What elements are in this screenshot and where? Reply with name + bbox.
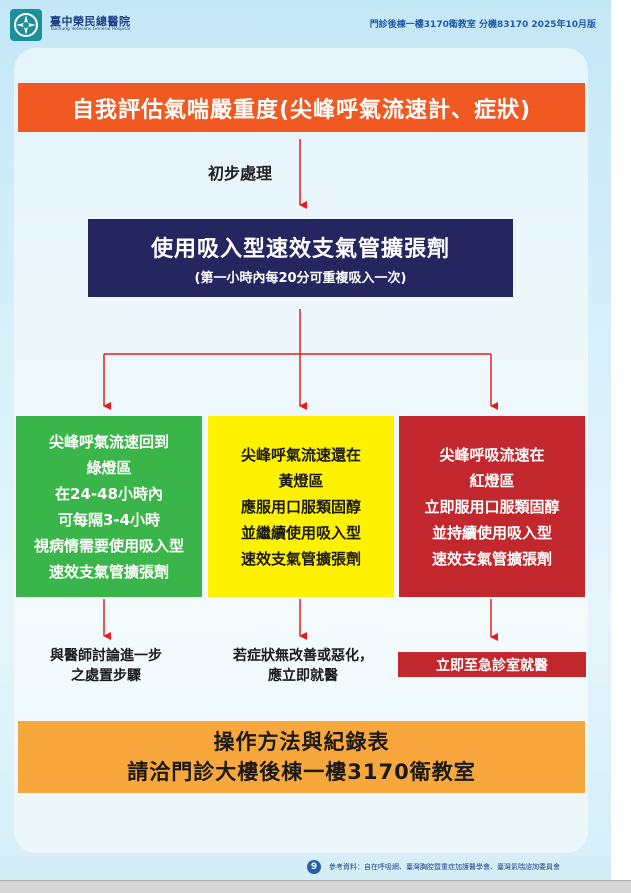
red-zone-text: 尖峰呼吸流速在 紅燈區 立即服用口服類固醇 並持續使用吸入型 速效支氣管擴張劑 <box>424 445 560 568</box>
green-zone-text: 尖峰呼氣流速回到 綠燈區 在24-48小時內 可每隔3-4小時 視病情需要使用吸… <box>33 432 184 581</box>
green-zone-box: 尖峰呼氣流速回到 綠燈區 在24-48小時內 可每隔3-4小時 視病情需要使用吸… <box>16 416 202 597</box>
yellow-zone-text: 尖峰呼氣流速還在 黃燈區 應服用口服類固醇 並繼續使用吸入型 速效支氣管擴張劑 <box>240 445 361 568</box>
page-header: 臺中榮民總醫院 Taichung Veterans General Hospit… <box>0 0 611 48</box>
yellow-zone-outcome: 若症狀無改善或惡化， 應立即就醫 <box>233 648 373 684</box>
bronchodilator-frequency: (第一小時內每20分可重複吸入一次) <box>194 270 407 286</box>
page-footer: 9 參考資料：自在呼吸網、臺灣胸腔暨重症加護醫學會、臺灣氣喘諮詢委員會 <box>307 860 560 874</box>
red-zone-outcome-box: 立即至急診室就醫 <box>398 652 586 677</box>
branch-connector <box>104 309 491 355</box>
initial-treatment-label: 初步處理 <box>208 164 273 183</box>
header-contact-info: 門診後棟一樓3170衛教室 分機83170 2025年10月版 <box>369 20 596 30</box>
green-zone-outcome: 與醫師討論進一步 之處置步驟 <box>50 648 162 684</box>
bronchodilator-instruction: 使用吸入型速效支氣管擴張劑 <box>150 236 450 262</box>
red-zone-outcome: 立即至急診室就醫 <box>436 657 548 674</box>
hospital-name: 臺中榮民總醫院 <box>50 15 131 28</box>
education-room-box: 操作方法與紀錄表 請洽門診大樓後棟一樓3170衛教室 <box>18 721 585 793</box>
bronchodilator-box: 使用吸入型速效支氣管擴張劑 (第一小時內每20分可重複吸入一次) <box>88 219 513 297</box>
assessment-title: 自我評估氣喘嚴重度(尖峰呼氣流速計、症狀) <box>71 97 532 123</box>
hospital-name-en: Taichung Veterans General Hospital <box>50 27 131 32</box>
yellow-zone-box: 尖峰呼氣流速還在 黃燈區 應服用口服類固醇 並繼續使用吸入型 速效支氣管擴張劑 <box>208 416 394 597</box>
flow-arrows <box>103 139 498 641</box>
info-line-1: 操作方法與紀錄表 <box>213 730 390 754</box>
info-line-2: 請洽門診大樓後棟一樓3170衛教室 <box>127 760 476 784</box>
assessment-title-box: 自我評估氣喘嚴重度(尖峰呼氣流速計、症狀) <box>18 83 585 132</box>
handout-page: 臺中榮民總醫院 Taichung Veterans General Hospit… <box>0 0 611 880</box>
reference-note: 參考資料：自在呼吸網、臺灣胸腔暨重症加護醫學會、臺灣氣喘諮詢委員會 <box>329 863 560 871</box>
viewer-margin <box>611 0 631 880</box>
hospital-logo-icon <box>10 9 42 41</box>
viewer-scrollbar[interactable] <box>0 880 631 893</box>
page-number: 9 <box>307 860 321 874</box>
red-zone-box: 尖峰呼吸流速在 紅燈區 立即服用口服類固醇 並持續使用吸入型 速效支氣管擴張劑 <box>399 416 585 597</box>
